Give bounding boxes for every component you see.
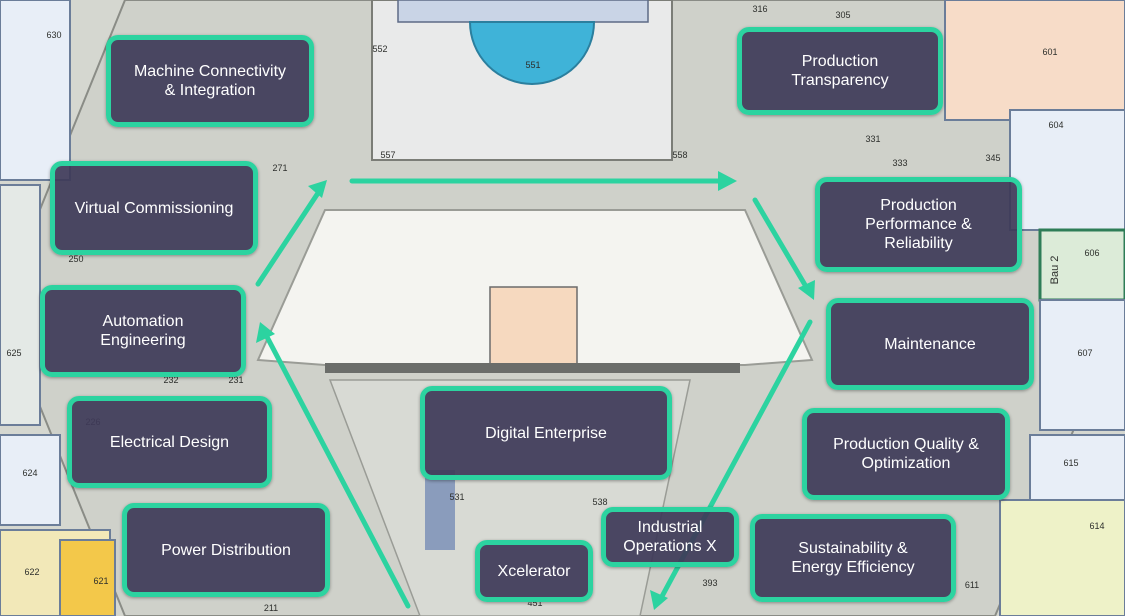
tile-label: Machine Connectivity & Integration xyxy=(133,63,287,99)
room-number: 211 xyxy=(264,603,278,613)
display-wall xyxy=(425,470,455,550)
room-number: 558 xyxy=(672,150,687,160)
room-number: 331 xyxy=(865,134,880,144)
tile-virtual-commissioning[interactable]: Virtual Commissioning xyxy=(50,161,258,255)
tile-label: Automation Engineering xyxy=(100,313,186,349)
building-label: Bau 2 xyxy=(1049,256,1061,285)
tile-maintenance[interactable]: Maintenance xyxy=(826,298,1034,390)
room-number: 451 xyxy=(527,598,542,608)
room-number: 232 xyxy=(163,375,178,385)
tile-label: Production Quality & Optimization xyxy=(833,436,979,472)
room-601 xyxy=(944,0,1125,121)
tile-automation-engineering[interactable]: Automation Engineering xyxy=(40,285,246,377)
arrow-heads xyxy=(256,171,815,610)
room-number: 607 xyxy=(1077,348,1092,358)
tile-label: Digital Enterprise xyxy=(485,424,607,442)
tile-label: Electrical Design xyxy=(109,433,230,451)
room-number: 630 xyxy=(46,30,61,40)
room-number: 557 xyxy=(380,150,395,160)
room-604 xyxy=(1009,109,1125,231)
room-625 xyxy=(0,184,41,426)
info-booth xyxy=(489,286,578,368)
room-number: 531 xyxy=(449,492,464,502)
room-number: 604 xyxy=(1048,120,1063,130)
room-number: 250 xyxy=(68,254,83,264)
divider-wall xyxy=(325,363,740,373)
tile-label: Power Distribution xyxy=(161,541,291,559)
stage-booths xyxy=(397,0,649,23)
room-number: 551 xyxy=(525,60,540,70)
tile-sustainability[interactable]: Sustainability & Energy Efficiency xyxy=(750,514,956,602)
tile-industrial-operations-x[interactable]: Industrial Operations X xyxy=(601,507,739,567)
tile-production-quality[interactable]: Production Quality & Optimization xyxy=(802,408,1010,500)
room-number: 393 xyxy=(702,578,717,588)
room-number: 333 xyxy=(892,158,907,168)
tile-xcelerator[interactable]: Xcelerator xyxy=(475,540,593,602)
room-number: 316 xyxy=(752,4,767,14)
tile-machine-connectivity[interactable]: Machine Connectivity & Integration xyxy=(106,35,314,127)
tile-label: Virtual Commissioning xyxy=(74,199,234,217)
tile-digital-enterprise[interactable]: Digital Enterprise xyxy=(420,386,672,480)
room-615 xyxy=(1029,434,1125,506)
room-number: 611 xyxy=(965,580,979,590)
pool-stage xyxy=(468,21,596,85)
tile-label: Xcelerator xyxy=(497,562,571,580)
tile-label: Maintenance xyxy=(884,335,976,353)
tile-production-transparency[interactable]: Production Transparency xyxy=(737,27,943,115)
tile-power-distribution[interactable]: Power Distribution xyxy=(122,503,330,597)
tile-label: Sustainability & Energy Efficiency xyxy=(791,540,915,576)
room-number: 601 xyxy=(1042,47,1057,57)
tile-electrical-design[interactable]: Electrical Design xyxy=(67,396,272,488)
room-number: 614 xyxy=(1089,521,1104,531)
tile-production-performance[interactable]: Production Performance & Reliability xyxy=(815,177,1022,272)
room-614 xyxy=(999,499,1125,616)
tile-label: Production Transparency xyxy=(791,53,889,89)
room-number: 625 xyxy=(6,348,21,358)
room-number: 345 xyxy=(985,153,1000,163)
room-621 xyxy=(59,539,116,616)
room-607 xyxy=(1039,299,1125,431)
room-624 xyxy=(0,434,61,526)
room-number: 538 xyxy=(592,497,607,507)
room-number: 552 xyxy=(372,44,387,54)
room-number: 622 xyxy=(24,567,39,577)
room-number: 606 xyxy=(1084,248,1099,258)
room-number: 305 xyxy=(835,10,850,20)
room-630 xyxy=(0,0,71,181)
room-number: 615 xyxy=(1063,458,1078,468)
room-number: 231 xyxy=(228,375,243,385)
tile-label: Industrial Operations X xyxy=(623,519,717,555)
room-number: 271 xyxy=(272,163,287,173)
tile-label: Production Performance & Reliability xyxy=(865,197,972,252)
room-number: 624 xyxy=(22,468,37,478)
room-number: 621 xyxy=(93,576,108,586)
